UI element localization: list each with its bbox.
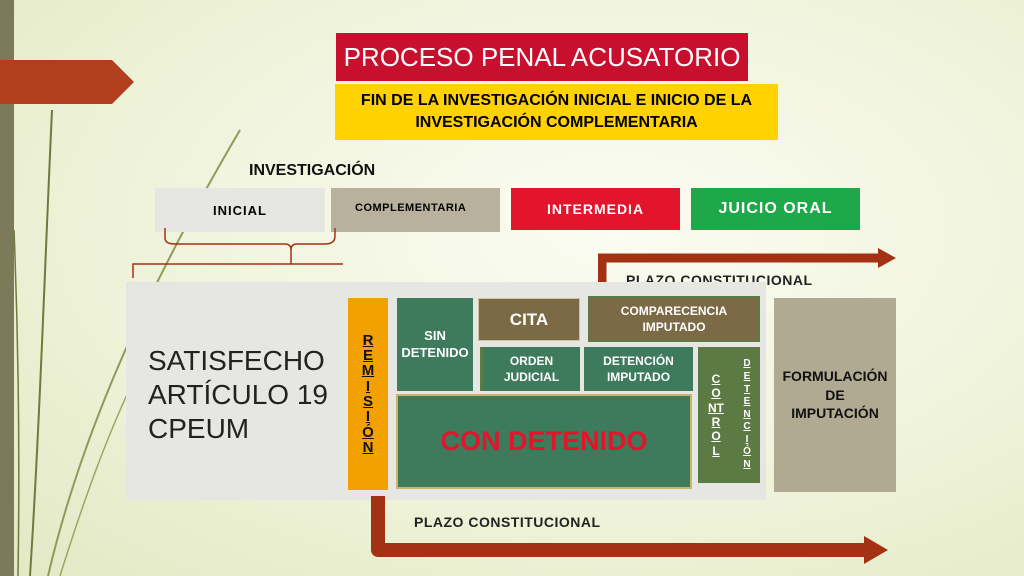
control-letter: O <box>711 386 721 401</box>
control-letter: NT <box>708 400 724 415</box>
sin-detenido-box: SIN DETENIDO <box>397 298 473 391</box>
remision-letter: I <box>365 377 371 395</box>
satisfecho-text: SATISFECHO ARTÍCULO 19 CPEUM <box>148 344 328 446</box>
satisfecho-line-2: ARTÍCULO 19 <box>148 379 328 411</box>
detencion-letter: D <box>743 358 751 370</box>
control-letter: R <box>711 415 721 429</box>
stage-juicio-oral: JUICIO ORAL <box>691 188 860 230</box>
subtitle-box: FIN DE LA INVESTIGACIÓN INICIAL E INICIO… <box>335 84 778 140</box>
left-arrow-tab <box>0 60 134 104</box>
detencion-letter: I <box>745 433 749 445</box>
detencion-letter: E <box>743 370 751 382</box>
detencion-letter: Ó <box>743 446 751 458</box>
remision-box: R E M I S I Ó N <box>348 298 388 490</box>
detencion-imputado-box: DETENCIÓN IMPUTADO <box>584 347 693 391</box>
formulacion-box: FORMULACIÓN DE IMPUTACIÓN <box>774 298 896 492</box>
remision-letter: S <box>362 393 373 410</box>
remision-letter: I <box>365 408 371 426</box>
stage-inicial: INICIAL <box>155 188 325 232</box>
investigacion-label: INVESTIGACIÓN <box>249 162 376 179</box>
remision-letter: E <box>362 347 373 365</box>
cita-box: CITA <box>478 298 580 341</box>
remision-letter: Ó <box>362 423 374 441</box>
page-title: PROCESO PENAL ACUSATORIO <box>336 33 748 81</box>
satisfecho-line-1: SATISFECHO <box>148 345 325 376</box>
detencion-letter: E <box>743 396 751 408</box>
remision-letter: R <box>362 331 374 349</box>
bottom-arrow <box>371 496 888 564</box>
comparecencia-box: COMPARECENCIA IMPUTADO <box>588 296 760 342</box>
bracket-connector <box>132 228 343 278</box>
detencion-vertical-box: D E T E N C I Ó N <box>734 347 760 483</box>
left-stripe <box>0 0 14 576</box>
satisfecho-line-3: CPEUM <box>148 413 250 445</box>
con-detenido-box: CON DETENIDO <box>396 394 692 489</box>
detencion-letter: N <box>743 459 751 471</box>
remision-letter: N <box>362 438 374 456</box>
remision-letter: M <box>361 362 375 380</box>
plazo-bottom-label: PLAZO CONSTITUCIONAL <box>414 514 601 530</box>
control-letter: L <box>712 443 720 458</box>
control-letter: O <box>711 429 721 444</box>
control-box: C O NT R O L <box>698 347 734 483</box>
control-letter: C <box>711 371 721 386</box>
stage-intermedia: INTERMEDIA <box>511 188 680 230</box>
detencion-letter: T <box>743 383 751 395</box>
stage-complementaria: COMPLEMENTARIA <box>331 188 500 232</box>
detencion-letter: C <box>743 421 751 433</box>
detencion-letter: N <box>743 408 751 420</box>
orden-judicial-box: ORDEN JUDICIAL <box>480 347 580 391</box>
